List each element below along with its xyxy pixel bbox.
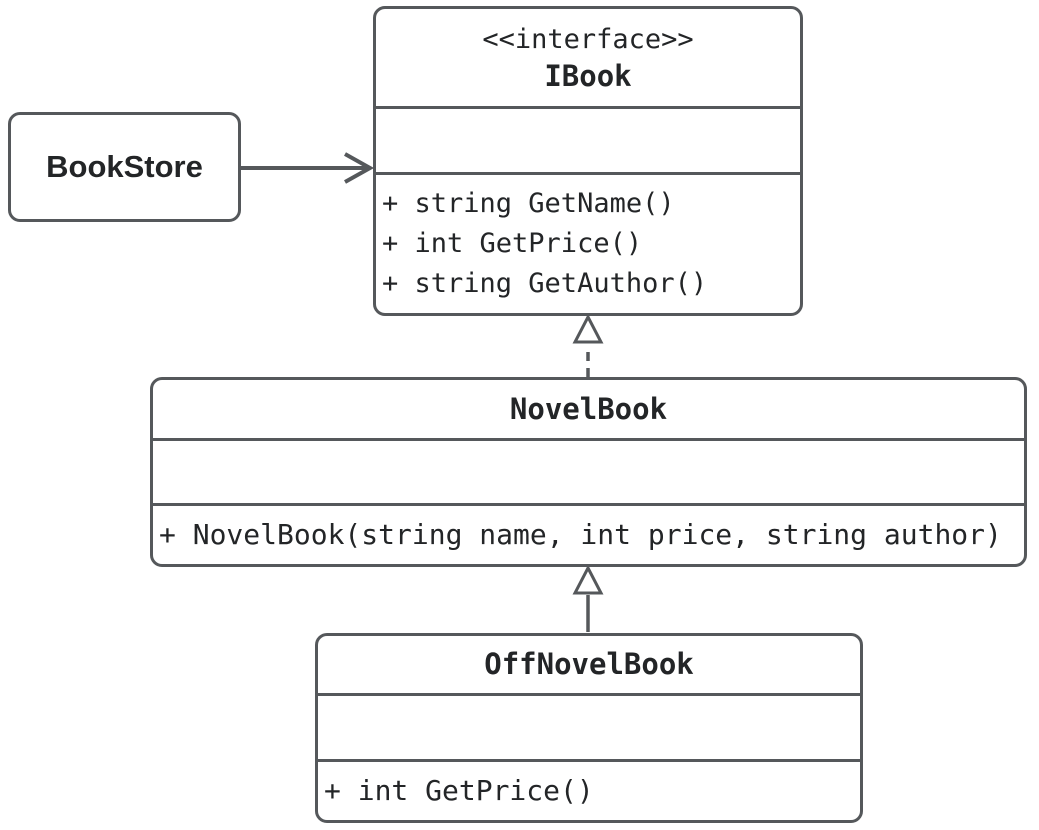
class-box-bookstore: BookStore (8, 112, 241, 222)
ibook-header: <<interface>> IBook (376, 9, 800, 106)
open-arrowhead-icon (344, 152, 375, 184)
interface-box-ibook: <<interface>> IBook + string GetName() +… (373, 6, 803, 316)
class-box-offnovelbook: OffNovelBook + int GetPrice() (315, 633, 863, 823)
class-name-offnovelbook: OffNovelBook (484, 647, 694, 681)
interface-name-ibook: IBook (544, 58, 632, 93)
ibook-method-getauthor: + string GetAuthor() (382, 268, 708, 299)
novelbook-methods-section: + NovelBook(string name, int price, stri… (153, 503, 1024, 564)
ibook-attributes-section (376, 106, 800, 172)
novelbook-constructor: + NovelBook(string name, int price, stri… (159, 518, 1002, 551)
generalization-arrow-offnovelbook-to-novelbook (572, 564, 604, 632)
ibook-methods-section: + string GetName() + int GetPrice() + st… (376, 172, 800, 313)
ibook-method-getname: + string GetName() (382, 188, 675, 219)
ibook-stereotype: <<interface>> (482, 23, 694, 55)
novelbook-attributes-section (153, 438, 1024, 503)
association-arrow-bookstore-to-ibook (241, 152, 375, 184)
offnovelbook-methods-section: + int GetPrice() (318, 759, 860, 820)
hollow-triangle-arrowhead-icon (572, 313, 604, 344)
novelbook-header: NovelBook (153, 380, 1024, 438)
offnovelbook-header: OffNovelBook (318, 636, 860, 693)
class-name-novelbook: NovelBook (509, 391, 668, 426)
offnovelbook-attributes-section (318, 693, 860, 759)
ibook-method-getprice: + int GetPrice() (382, 228, 643, 259)
class-box-novelbook: NovelBook + NovelBook(string name, int p… (150, 377, 1027, 567)
realization-arrow-novelbook-to-ibook (572, 313, 604, 377)
class-name-bookstore: BookStore (46, 149, 203, 184)
hollow-triangle-arrowhead-icon (572, 564, 604, 595)
offnovelbook-method-getprice: + int GetPrice() (324, 774, 594, 807)
